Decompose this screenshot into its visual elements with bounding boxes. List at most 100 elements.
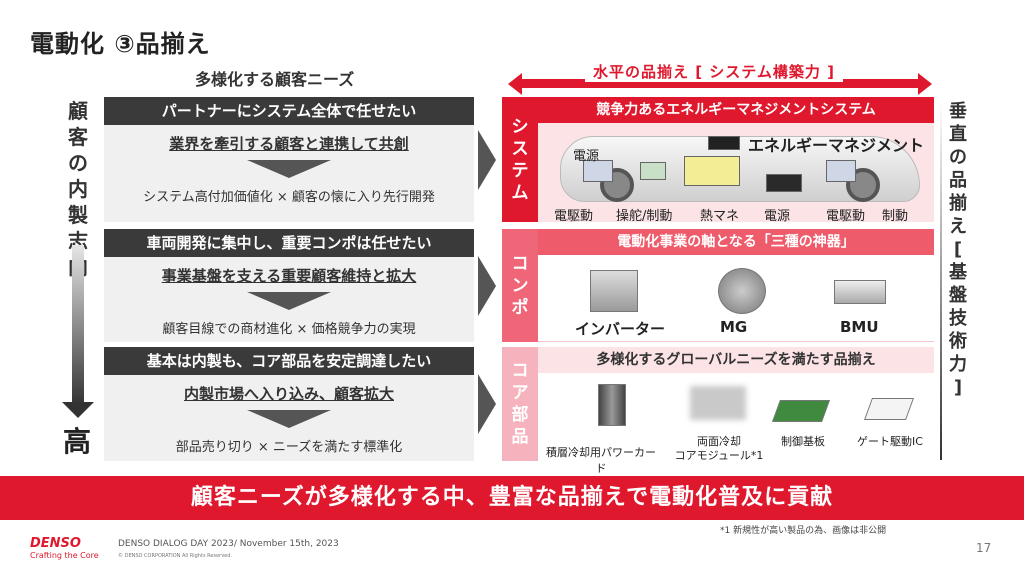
arrow-left-icon (508, 73, 522, 95)
copyright: © DENSO CORPORATION All Rights Reserved. (118, 553, 232, 559)
vertical-char: の (949, 147, 967, 168)
left-column-header: 多様化する顧客ニーズ (195, 70, 355, 89)
e-drive-part-icon (826, 160, 856, 182)
core-part-label: 両面冷却 (697, 435, 741, 448)
tab-char: 部 (511, 405, 529, 425)
vertical-char: ] (953, 377, 963, 398)
needs-sub: 事業基盤を支える重要顧客維持と拡大 (161, 267, 417, 285)
steering-part-icon (640, 162, 666, 180)
thermal-part-icon (684, 156, 740, 186)
vertical-char: 力 (949, 354, 967, 375)
denso-logo: DENSO (30, 536, 81, 551)
needs-result: 顧客目線での商材進化 × 価格競争力の実現 (162, 322, 416, 337)
horizontal-arrow-shaft (520, 79, 920, 88)
system-part-label: 熱マネ (700, 209, 740, 224)
power-card-image (598, 384, 626, 426)
tab-char: 品 (511, 427, 529, 447)
energy-management-unit-icon (708, 136, 740, 150)
logo-tagline: Crafting the Core (30, 551, 99, 560)
page-number: 17 (976, 541, 992, 555)
power-supply-icon (766, 174, 802, 192)
down-triangle-icon (247, 160, 331, 178)
needs-block-1: パートナーにシステム全体で任せたい 業界を牽引する顧客と連携して共創 システム高… (104, 97, 474, 222)
inverter-image (590, 270, 638, 312)
down-triangle-icon (247, 292, 331, 310)
motor-generator-image (718, 268, 766, 314)
vertical-arrow-right (940, 100, 942, 460)
event-name: DENSO DIALOG DAY 2023/ November 15th, 20… (118, 539, 339, 549)
system-header: 競争力あるエネルギーマネジメントシステム (538, 97, 934, 123)
core-part-label: ゲート駆動IC (857, 435, 923, 448)
needs-header: パートナーにシステム全体で任せたい (104, 97, 474, 125)
vertical-char: 基 (949, 262, 967, 283)
vertical-char: 顧 (68, 99, 88, 123)
vertical-char: 垂 (949, 101, 967, 122)
needs-header: 車両開発に集中し、重要コンポは任せたい (104, 229, 474, 257)
down-arrow-shaft (72, 245, 84, 405)
footnote: *1 新規性が高い製品の為、画像は非公開 (720, 526, 887, 536)
core-parts-header: 多様化するグローバルニーズを満たす品揃え (538, 347, 934, 373)
core-module-image-hidden (690, 386, 746, 420)
vertical-char: の (68, 151, 88, 175)
energy-management-label: エネルギーマネジメント (748, 136, 925, 155)
system-part-label: 電駆動 (826, 209, 866, 224)
down-arrow-icon (62, 402, 94, 418)
needs-block-2: 車両開発に集中し、重要コンポは任せたい 事業基盤を支える重要顧客維持と拡大 顧客… (104, 229, 474, 342)
component-label-mg: MG (720, 318, 748, 336)
bmu-image (834, 280, 886, 304)
system-part-label: 電駆動 (554, 209, 594, 224)
tab-char: コ (511, 253, 529, 274)
tab-char: コ (511, 361, 529, 381)
vertical-char: 術 (949, 331, 967, 352)
down-triangle-icon (247, 410, 331, 428)
slide-title: 電動化 ③品揃え (30, 30, 211, 58)
core-part-label: 制御基板 (781, 435, 825, 448)
vertical-char: 直 (949, 124, 967, 145)
vertical-char: え (949, 216, 967, 237)
vertical-char: [ (953, 239, 963, 260)
tab-char: ア (511, 383, 529, 403)
vertical-char: 品 (949, 170, 967, 191)
tab-char: シ (511, 116, 529, 137)
category-tab-core-parts: コ ア 部 品 (502, 347, 538, 461)
needs-result: システム高付加価値化 × 顧客の懐に入り先行開発 (143, 190, 435, 205)
system-part-label: 操舵/制動 (616, 209, 673, 224)
tab-char: ム (511, 182, 529, 203)
e-drive-part-icon (583, 160, 613, 182)
component-header: 電動化事業の軸となる「三種の神器」 (538, 229, 934, 255)
power-label: 電源 (573, 149, 600, 164)
needs-block-3: 基本は内製も、コア部品を安定調達したい 内製市場へ入り込み、顧客拡大 部品売り切… (104, 347, 474, 461)
needs-sub: 内製市場へ入り込み、顧客拡大 (183, 385, 394, 403)
system-part-label: 電源 (764, 209, 791, 224)
tab-char: ポ (511, 297, 529, 318)
chevron-right-icon (478, 374, 496, 434)
needs-header: 基本は内製も、コア部品を安定調達したい (104, 347, 474, 375)
core-part-label: コアモジュール*1 (674, 449, 764, 462)
control-board-image (771, 400, 831, 422)
vertical-label-right: 垂 直 の 品 揃 え [ 基 盤 技 術 力 ] (946, 100, 970, 399)
vertical-char: 揃 (949, 193, 967, 214)
component-label-bmu: BMU (840, 318, 879, 336)
horizontal-lineup-label: 水平の品揃え [ システム構築力 ] (585, 61, 843, 82)
needs-sub: 業界を牽引する顧客と連携して共創 (169, 135, 409, 153)
category-tab-system: シ ス テ ム (502, 97, 538, 222)
vertical-char: 製 (68, 203, 88, 227)
chevron-right-icon (478, 130, 496, 190)
tab-char: ス (511, 138, 529, 159)
system-part-label: 制動 (882, 209, 909, 224)
tab-char: テ (511, 160, 529, 181)
vertical-char: 技 (949, 308, 967, 329)
vertical-char: 盤 (949, 285, 967, 306)
arrow-right-icon (918, 73, 932, 95)
gate-driver-ic-image (863, 398, 915, 420)
core-part-label: 積層冷却用パワーカード (546, 446, 656, 475)
vertical-char: 内 (68, 177, 88, 201)
conclusion-banner: 顧客ニーズが多様化する中、豊富な品揃えで電動化普及に貢献 (0, 476, 1024, 520)
category-tab-component: コ ン ポ (502, 229, 538, 342)
high-label: 高 (63, 425, 92, 458)
needs-result: 部品売り切り × ニーズを満たす標準化 (175, 440, 403, 455)
vertical-char: 客 (68, 125, 88, 149)
chevron-right-icon (478, 256, 496, 316)
tab-char: ン (511, 275, 529, 296)
component-label-inverter: インバーター (575, 320, 666, 338)
